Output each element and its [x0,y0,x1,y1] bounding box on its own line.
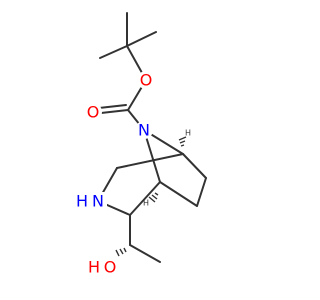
atom-labels: O O N H N H O H H [76,71,191,277]
stereo-h-upper-label: H [185,129,191,138]
bridge-nitrogen-label: N [138,121,150,140]
bond-carbonyl-double-1 [100,109,129,114]
hash-bond-upper [178,136,187,147]
hash-bond-hydroxyl [115,247,127,257]
bond-side-carbon-methyl [129,244,161,263]
bond-tbu-c-methyl-right [126,31,157,47]
ester-oxygen-label: O [140,71,153,90]
bond-tbu-c-methyl-left [99,45,128,59]
ring-nitrogen-label: N [92,192,104,211]
bond-c6-c5 [159,181,198,207]
atom-masks [75,71,155,276]
bond-carbonyl-double-2 [98,104,127,109]
bond-layer [97,12,207,263]
molecule-structure-diagram: O O N H N H O H H [75,12,207,277]
hydroxyl-hydrogen-label: H [88,258,100,277]
bond-c7-c6 [196,177,207,207]
bond-c1-c2 [116,153,184,169]
ring-nitrogen-hydrogen-label: H [76,192,88,211]
hash-bond-lower [148,192,159,203]
carbonyl-oxygen-label: O [87,103,100,122]
bond-bridge-n-c5 [143,129,161,183]
hydroxyl-oxygen-label: O [104,258,117,277]
bond-c1-c7 [182,153,207,179]
bond-c4-c5 [129,181,161,216]
stereo-h-lower-label: H [143,199,149,208]
